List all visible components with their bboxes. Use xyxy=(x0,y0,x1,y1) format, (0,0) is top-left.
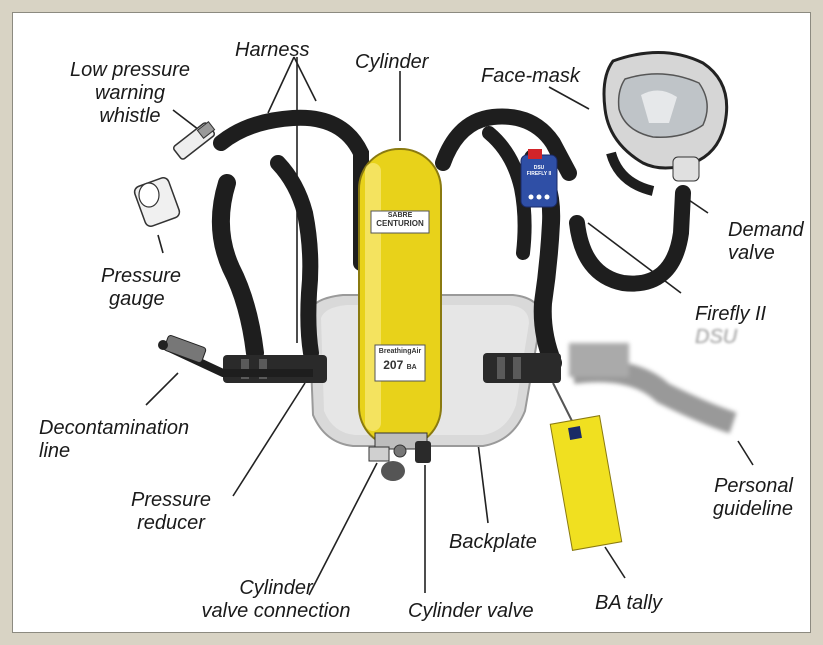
pressure-gauge xyxy=(133,176,181,228)
label-backplate: Backplate xyxy=(449,531,537,554)
label-face-mask: Face-mask xyxy=(481,65,580,88)
cylinder-brand: SABRE CENTURION xyxy=(359,212,441,228)
label-ba-tally: BA tally xyxy=(595,592,662,615)
label-connection-line1: Cylinder xyxy=(161,577,391,600)
label-cylinder-valve: Cylinder valve xyxy=(408,600,534,623)
label-gauge-line2: gauge xyxy=(101,288,181,311)
label-personal-guideline: Personal guideline xyxy=(693,475,793,521)
label-reducer-line2: reducer xyxy=(121,512,221,535)
label-firefly-line2: DSU xyxy=(695,326,766,349)
ba-tally xyxy=(550,383,621,550)
leader-harness-a xyxy=(268,57,294,113)
label-harness: Harness xyxy=(235,39,309,62)
diagram-panel: SABRE CENTURION BreathingAir 207 BA DSU … xyxy=(12,12,811,633)
leader-decon xyxy=(146,373,178,405)
leader-gauge xyxy=(158,235,163,253)
label-decon-line1: Decontamination xyxy=(39,417,189,440)
cylinder-number: 207 xyxy=(383,358,403,372)
label-decon-line2: line xyxy=(39,440,189,463)
label-whistle-line3: whistle xyxy=(55,105,205,128)
label-firefly-line1: Firefly II xyxy=(695,303,766,326)
firefly-line2: FIREFLY II xyxy=(521,171,557,177)
cylinder xyxy=(359,149,441,447)
label-decontamination-line: Decontamination line xyxy=(39,417,189,463)
label-low-pressure-whistle: Low pressure warning whistle xyxy=(55,59,205,128)
cylinder-unit: BA xyxy=(407,364,417,371)
label-gauge-line1: Pressure xyxy=(101,265,181,288)
label-cylinder-valve-connection: Cylinder valve connection xyxy=(161,577,391,623)
label-whistle-line1: Low pressure xyxy=(55,59,205,82)
label-demand-line2: valve xyxy=(728,242,804,265)
leader-reducer xyxy=(233,383,305,496)
label-demand-valve: Demand valve xyxy=(728,219,804,265)
leader-tally xyxy=(605,547,625,578)
label-pressure-gauge: Pressure gauge xyxy=(101,265,181,311)
label-cylinder: Cylinder xyxy=(355,51,428,74)
label-guideline-line1: Personal xyxy=(693,475,793,498)
leader-guideline xyxy=(738,441,753,465)
label-guideline-line2: guideline xyxy=(693,498,793,521)
label-connection-line2: valve connection xyxy=(161,600,391,623)
personal-guideline xyxy=(569,343,733,423)
label-reducer-line1: Pressure xyxy=(121,489,221,512)
label-pressure-reducer: Pressure reducer xyxy=(121,489,221,535)
firefly-markings: DSU FIREFLY II xyxy=(521,165,557,177)
firefly-dsu xyxy=(521,149,557,207)
cylinder-label: BreathingAir 207 BA xyxy=(375,347,425,376)
label-whistle-line2: warning xyxy=(55,82,205,105)
label-firefly: Firefly II DSU xyxy=(695,303,766,349)
face-mask xyxy=(604,52,727,191)
leader-face-mask xyxy=(549,87,589,109)
cylinder-brand-line2: CENTURION xyxy=(359,220,441,228)
cylinder-valve xyxy=(369,433,431,481)
cylinder-gas: BreathingAir xyxy=(375,347,425,357)
leader-valve-connection xyxy=(309,463,377,595)
waist-belt-right xyxy=(483,353,561,383)
label-demand-line1: Demand xyxy=(728,219,804,242)
